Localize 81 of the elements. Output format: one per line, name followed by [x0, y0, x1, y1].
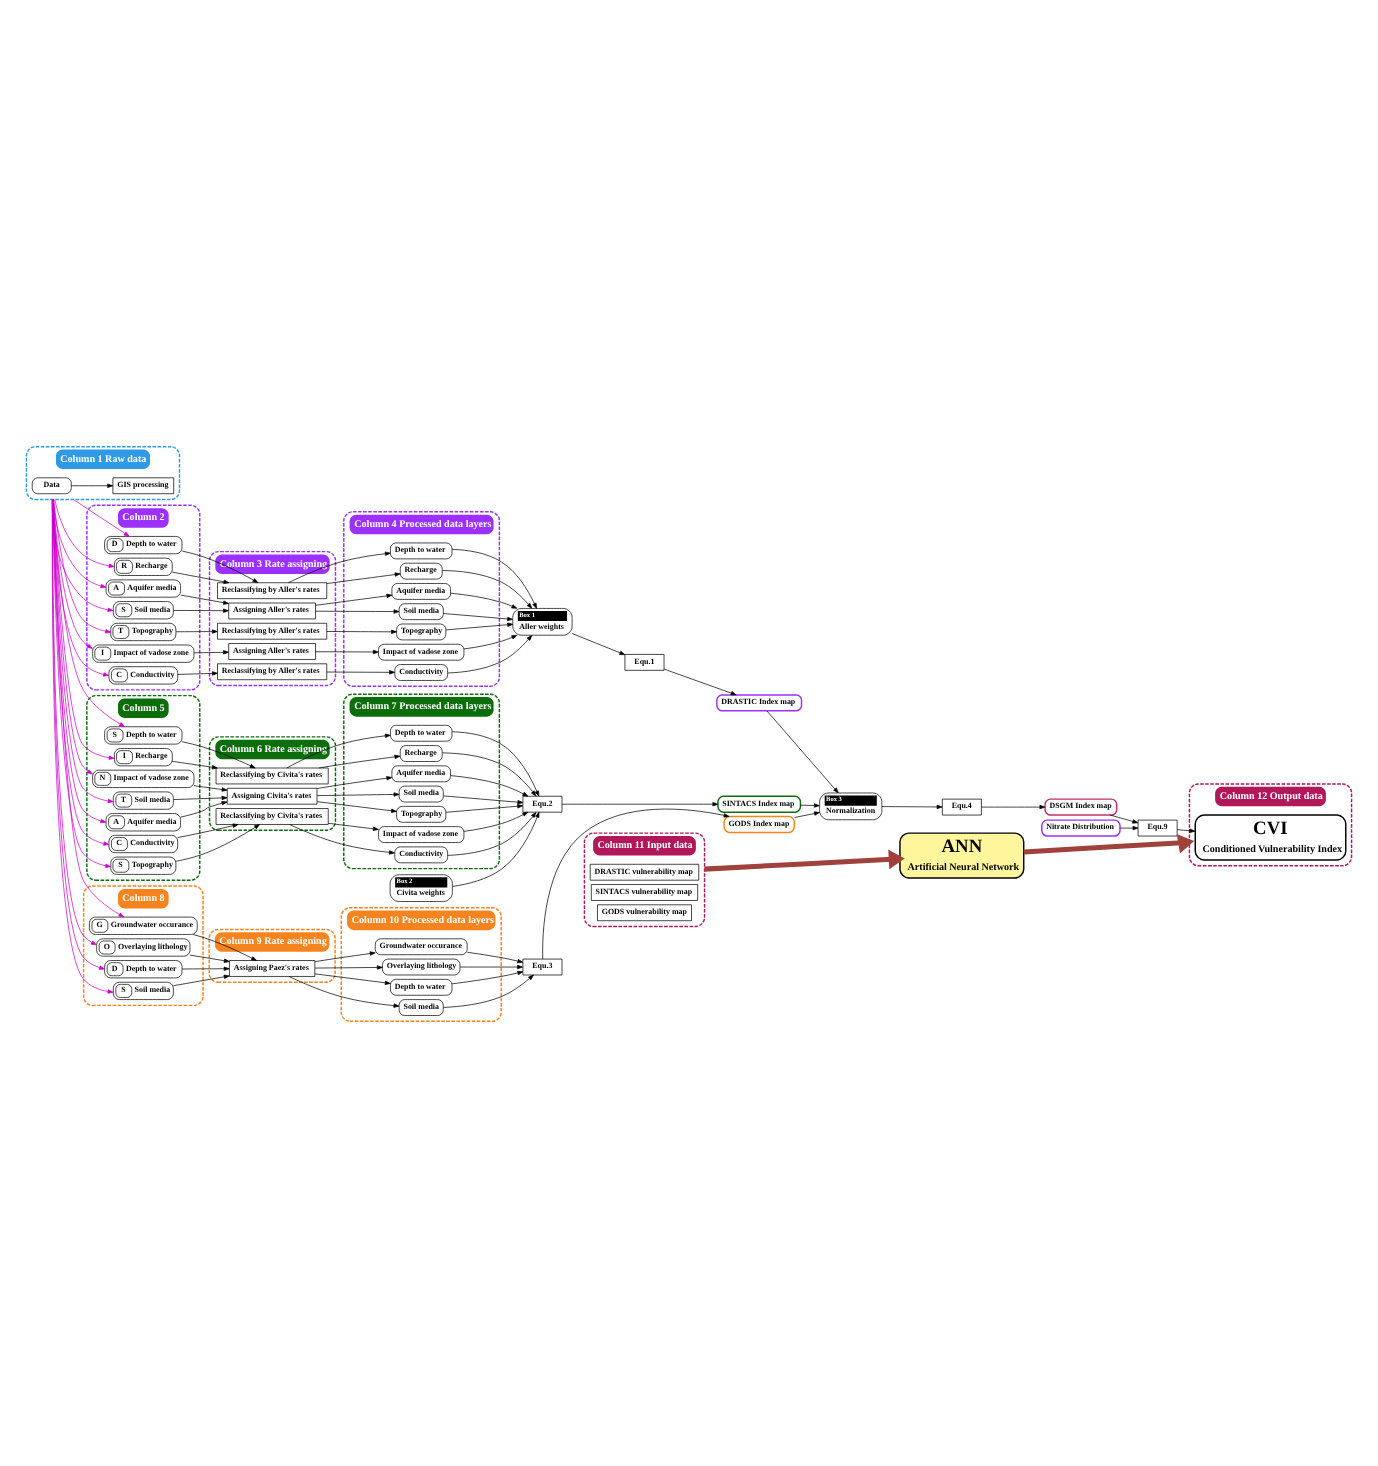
arrow — [288, 550, 391, 583]
arrow — [173, 973, 230, 986]
arrow — [447, 634, 533, 673]
arrow — [1119, 824, 1139, 830]
arrow — [442, 751, 537, 796]
arrow — [315, 592, 393, 605]
arrow — [1176, 827, 1196, 832]
arrow — [175, 628, 218, 633]
arrow — [180, 593, 229, 604]
arrow — [51, 498, 114, 993]
arrow — [450, 774, 529, 796]
arrow — [451, 730, 540, 796]
arrow — [316, 800, 397, 812]
arrow — [51, 498, 114, 611]
arrow — [173, 607, 229, 612]
arrow — [314, 964, 383, 969]
arrow — [794, 810, 820, 817]
arrow — [447, 811, 537, 855]
arrow — [175, 823, 260, 861]
arrow — [445, 803, 524, 812]
arrow — [459, 963, 523, 969]
arrow — [445, 621, 514, 630]
arrow — [189, 953, 230, 962]
arrow — [181, 549, 259, 583]
arrow — [326, 571, 401, 583]
arrow — [314, 972, 391, 984]
arrow — [52, 498, 109, 676]
arrow — [442, 569, 533, 608]
arrow — [54, 498, 115, 567]
arrow — [181, 740, 256, 768]
arrow — [173, 794, 228, 800]
arrow — [327, 821, 379, 830]
arrow — [192, 933, 257, 960]
arrow — [450, 591, 518, 608]
arrow — [800, 802, 820, 807]
arrow — [766, 709, 839, 793]
arrow — [443, 973, 534, 1007]
arrow — [52, 498, 105, 969]
arrow — [463, 633, 518, 649]
arrow — [52, 498, 125, 917]
arrow — [315, 608, 400, 613]
arrow — [1109, 813, 1139, 823]
arrow — [71, 482, 114, 487]
arrow — [542, 807, 730, 959]
arrow — [286, 732, 391, 768]
arrow — [571, 632, 626, 655]
arrow — [177, 670, 218, 675]
arrow — [704, 848, 905, 871]
arrow — [561, 801, 719, 806]
arrow — [316, 791, 400, 796]
arrow — [193, 784, 228, 791]
arrow — [177, 822, 239, 837]
arrow — [463, 810, 529, 831]
arrow — [318, 753, 401, 768]
arrow — [73, 498, 130, 536]
arrow — [1023, 833, 1195, 854]
arrow — [316, 775, 393, 788]
arrow — [52, 498, 114, 803]
arrow — [193, 649, 229, 654]
arrow — [443, 794, 524, 804]
arrow — [981, 803, 1046, 809]
arrow — [53, 498, 112, 633]
arrow — [52, 498, 115, 759]
arrow — [451, 969, 524, 984]
arrow — [181, 965, 230, 970]
arrow — [180, 800, 228, 817]
arrow — [314, 950, 376, 961]
arrow — [171, 570, 230, 583]
arrow — [443, 612, 513, 621]
arrow — [451, 548, 537, 608]
arrow — [288, 823, 395, 854]
arrow — [452, 810, 540, 886]
arrow — [315, 648, 379, 654]
arrow — [326, 669, 395, 674]
arrow — [171, 759, 218, 769]
arrow — [52, 498, 125, 726]
arrow — [881, 803, 943, 809]
arrow — [466, 950, 524, 963]
arrow — [326, 628, 397, 633]
arrow — [663, 667, 737, 695]
arrow — [288, 975, 400, 1007]
